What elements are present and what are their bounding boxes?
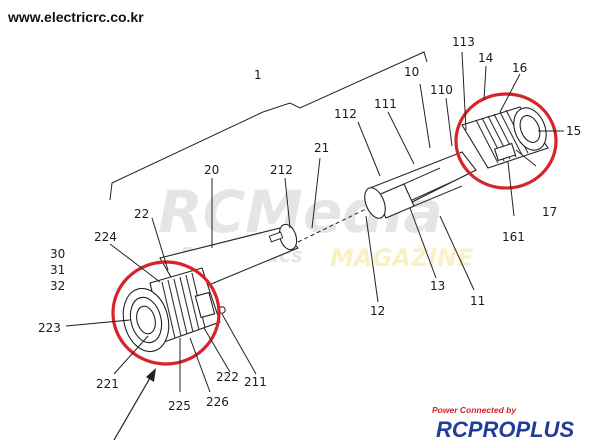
label-221: 221 — [96, 377, 119, 391]
highlight-circle-right — [454, 92, 558, 190]
leader-lines — [65, 51, 564, 393]
label-21: 21 — [314, 141, 329, 155]
watermark-magazine: MAGAZINE — [330, 244, 474, 272]
part-labels: 1 10 113 14 16 110 111 112 15 21 20 212 … — [38, 35, 581, 413]
label-1: 1 — [254, 68, 262, 82]
label-32: 32 — [50, 279, 65, 293]
label-212: 212 — [270, 163, 293, 177]
label-22: 22 — [134, 207, 149, 221]
label-226: 226 — [206, 395, 229, 409]
pointer-arrow — [113, 368, 156, 441]
label-12: 12 — [370, 304, 385, 318]
label-11: 11 — [470, 294, 485, 308]
label-10: 10 — [404, 65, 419, 79]
site-url: www.electricrc.co.kr — [7, 9, 144, 25]
label-110: 110 — [430, 83, 453, 97]
label-112: 112 — [334, 107, 357, 121]
brand-logo: Power Connected by RCPROPLUS — [432, 405, 574, 441]
assembly-brace — [109, 51, 428, 201]
threaded-end-14 — [461, 106, 549, 169]
label-31: 31 — [50, 263, 65, 277]
slot-212 — [268, 231, 284, 243]
brand-tagline: Power Connected by — [432, 405, 517, 415]
label-15: 15 — [566, 124, 581, 138]
label-20: 20 — [204, 163, 219, 177]
label-17: 17 — [542, 205, 557, 219]
label-13: 13 — [430, 279, 445, 293]
center-axis — [297, 207, 369, 243]
label-161: 161 — [502, 230, 525, 244]
label-30: 30 — [50, 247, 65, 261]
label-113: 113 — [452, 35, 475, 49]
label-211: 211 — [244, 375, 267, 389]
label-111: 111 — [374, 97, 397, 111]
label-225: 225 — [168, 399, 191, 413]
threaded-end-22 — [122, 267, 221, 353]
label-224: 224 — [94, 230, 117, 244]
label-16: 16 — [512, 61, 527, 75]
brand-name: RCPROPLUS — [436, 417, 574, 441]
label-223: 223 — [38, 321, 61, 335]
label-14: 14 — [478, 51, 493, 65]
label-222: 222 — [216, 370, 239, 384]
slotted-sleeve-11 — [364, 151, 477, 219]
